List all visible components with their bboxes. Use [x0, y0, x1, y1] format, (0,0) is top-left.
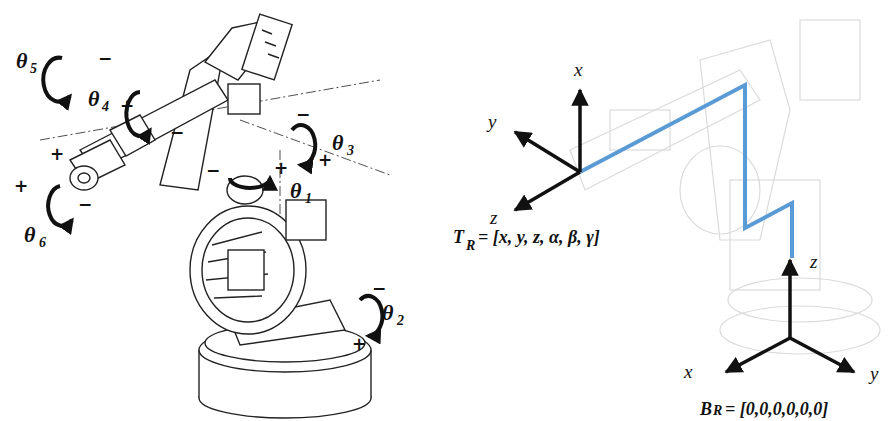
direction-sign: − [170, 124, 184, 141]
direction-sign: − [98, 50, 112, 67]
direction-sign: + [120, 98, 134, 115]
joint-angle: θ [24, 224, 35, 246]
faded-robot [570, 20, 880, 354]
pose-vector: = [x, y, z, α, β, γ] [478, 228, 600, 246]
pose-vector: = [0,0,0,0,0,0] [725, 400, 828, 418]
direction-sign: + [50, 146, 64, 163]
axis-label: z [490, 208, 497, 227]
joint-index: 1 [305, 192, 312, 206]
pose-subscript: R [713, 404, 722, 418]
axis-label: y [488, 112, 496, 131]
joint-index: 4 [102, 100, 109, 114]
joint-angle: θ [16, 50, 27, 72]
joint-angle: θ [332, 132, 343, 154]
joint-angle: θ [382, 302, 393, 324]
pose-symbol: B [700, 400, 712, 418]
pose-symbol: T [453, 228, 464, 246]
joint-angle: θ [88, 88, 99, 110]
kinematic-chain [580, 85, 792, 258]
robot-drawing [40, 14, 390, 420]
joint-index: 5 [30, 62, 37, 76]
direction-sign: + [352, 336, 366, 353]
joint-index: 6 [39, 236, 46, 250]
rotation-arrows [43, 58, 382, 336]
direction-sign: − [78, 196, 92, 213]
axis-label: x [684, 362, 692, 381]
direction-sign: − [296, 106, 310, 123]
direction-sign: + [274, 160, 288, 177]
axis-label: x [574, 60, 582, 79]
pose-subscript: R [466, 239, 475, 253]
axis-label: y [870, 364, 878, 383]
axis-label: z [810, 252, 817, 271]
joint-index: 3 [347, 144, 354, 158]
direction-sign: + [318, 152, 332, 169]
direction-sign: + [14, 178, 28, 195]
joint-angle: θ [290, 180, 301, 202]
joint-index: 2 [397, 314, 404, 328]
direction-sign: − [206, 162, 220, 179]
direction-sign: − [372, 280, 386, 297]
